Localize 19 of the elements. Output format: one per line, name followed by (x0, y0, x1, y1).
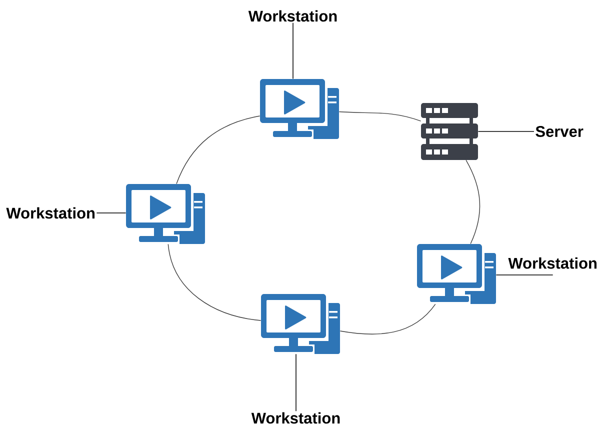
device-label: Workstation (6, 207, 95, 219)
device-label: Workstation (508, 257, 596, 269)
leader-line (478, 131, 534, 132)
computer-icon (261, 294, 340, 354)
connection-line (466, 160, 480, 244)
device-label: Workstation (251, 412, 340, 424)
connection-line (340, 304, 436, 334)
leader-line (292, 22, 294, 80)
connection-line (168, 244, 262, 321)
leader-line (96, 212, 126, 214)
connection-line (176, 116, 260, 184)
computer-icon (260, 78, 339, 139)
device-label: Server (536, 126, 584, 137)
leader-line (496, 274, 554, 276)
device-label: Workstation (248, 10, 337, 22)
server-icon (421, 102, 478, 160)
connection-line (338, 111, 422, 122)
computer-icon (417, 244, 496, 304)
computer-icon (126, 184, 205, 244)
